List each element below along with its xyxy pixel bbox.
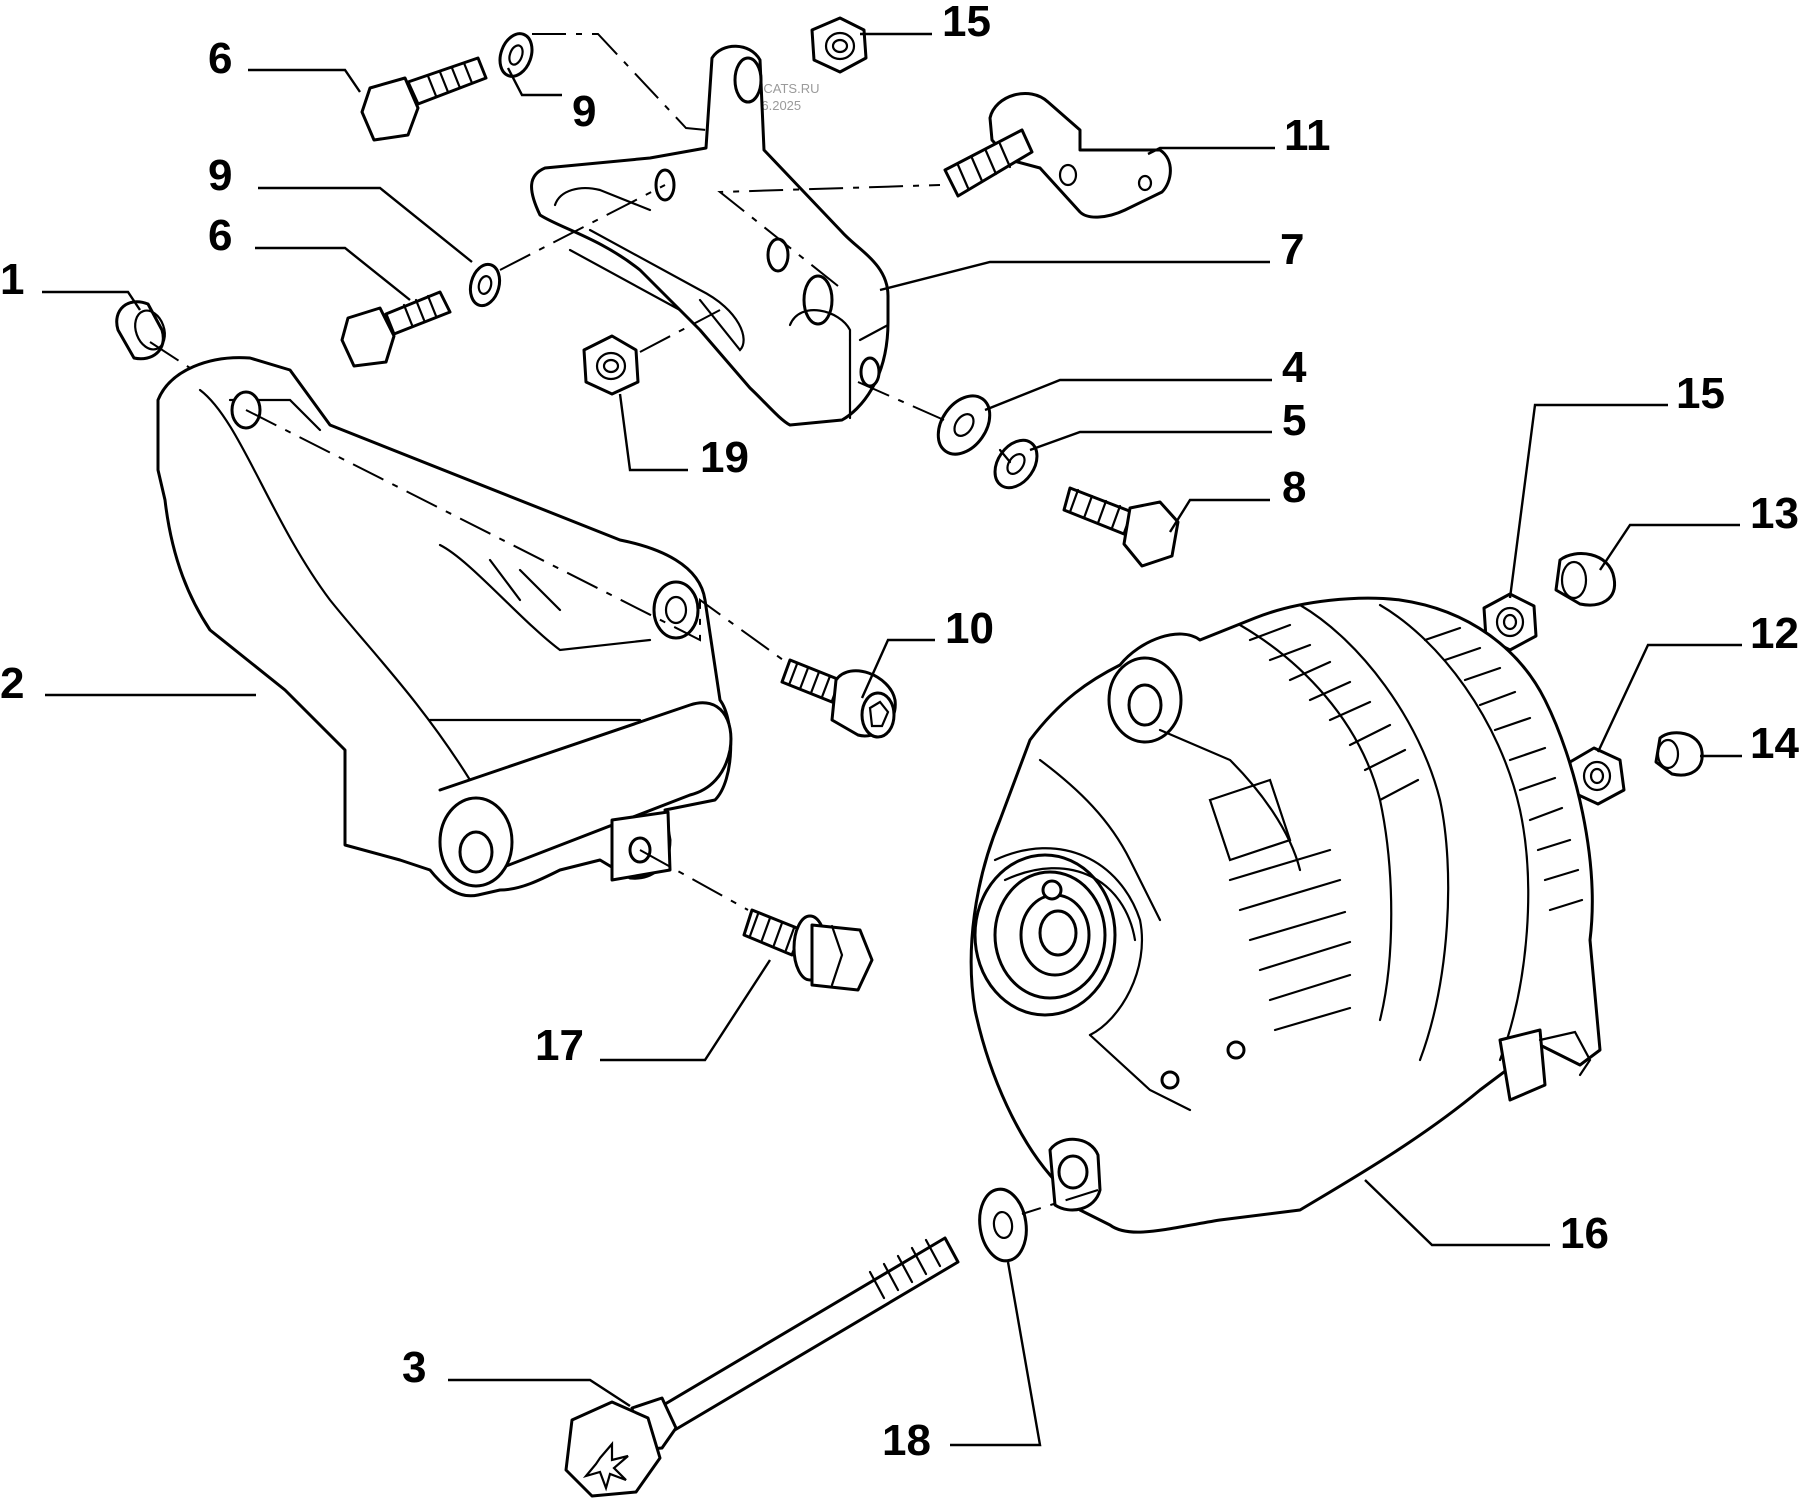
- callout-4: 4: [1282, 343, 1307, 392]
- part-16-alternator: [969, 596, 1602, 1234]
- part-2-main-bracket: [156, 356, 733, 898]
- part-18-washer: [978, 1187, 1028, 1263]
- callout-7: 7: [1280, 225, 1304, 274]
- part-14-bushing: [1654, 731, 1704, 777]
- part-13-bushing: [1554, 552, 1617, 607]
- callout-16: 16: [1560, 1209, 1609, 1258]
- part-6-upper-bolt: [360, 56, 488, 142]
- callout-8: 8: [1282, 463, 1306, 512]
- callout-18: 18: [882, 1416, 931, 1465]
- part-8-bolt: [1062, 486, 1180, 568]
- part-9-lower-washer: [468, 262, 502, 308]
- leader-lines: [42, 32, 1742, 1447]
- part-6-lower-bolt: [340, 290, 452, 368]
- part-17-flange-bolt: [742, 908, 874, 992]
- callout-9-upper: 9: [572, 87, 596, 136]
- part-1-bushing: [115, 300, 166, 361]
- callout-10: 10: [945, 604, 994, 653]
- callout-15-top: 15: [942, 0, 991, 46]
- part-15-top-nut: [810, 16, 868, 74]
- callout-13: 13: [1750, 489, 1799, 538]
- callout-11: 11: [1284, 111, 1331, 160]
- part-5-spring-washer: [993, 438, 1039, 490]
- callout-14: 14: [1750, 719, 1799, 768]
- callout-12: 12: [1750, 609, 1799, 658]
- callout-3: 3: [402, 1343, 426, 1392]
- part-7-upper-bracket: [530, 44, 890, 427]
- assembly-axis-lines: [149, 33, 1099, 1215]
- part-19-nut: [582, 334, 640, 396]
- callout-1: 1: [0, 255, 24, 304]
- part-4-washer: [936, 394, 992, 456]
- callout-5: 5: [1282, 396, 1306, 445]
- callout-labels: 6 9 15 11 9 6 7 1 4 5 19 8 15 13 10 2 12…: [0, 0, 1799, 1465]
- callout-17: 17: [535, 1021, 584, 1070]
- part-11-side-bracket: [943, 92, 1172, 219]
- callout-19: 19: [700, 433, 749, 482]
- part-9-upper-washer: [498, 32, 534, 78]
- callout-9-lower: 9: [208, 151, 232, 200]
- callout-2: 2: [0, 659, 24, 708]
- callout-15-right: 15: [1676, 369, 1725, 418]
- callout-6-lower: 6: [208, 211, 232, 260]
- part-10-socket-bolt: [780, 658, 897, 739]
- callout-6-upper: 6: [208, 34, 232, 83]
- part-3-long-bolt: [564, 1236, 960, 1498]
